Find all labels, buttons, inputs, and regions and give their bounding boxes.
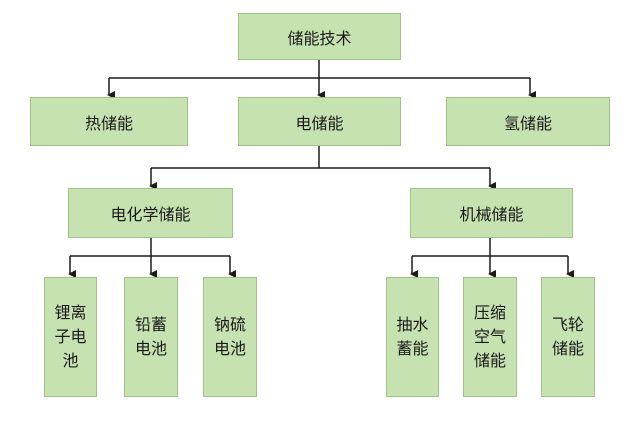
node-label: 锂离 子电 池 <box>54 303 87 370</box>
node-label: 抽水 蓄能 <box>396 315 429 358</box>
node-mechanical-storage: 机械储能 <box>410 188 573 238</box>
node-label: 压缩 空气 储能 <box>473 303 506 370</box>
node-sodium-sulfur-battery: 钠硫 电池 <box>203 277 257 397</box>
node-flywheel-storage: 飞轮 储能 <box>541 277 595 397</box>
node-thermal-storage: 热储能 <box>30 97 188 146</box>
node-label: 机械储能 <box>459 205 524 224</box>
node-label: 氢储能 <box>503 113 552 133</box>
node-li-ion-battery: 锂离 子电 池 <box>44 277 97 397</box>
node-label: 铅蓄 电池 <box>134 315 167 358</box>
node-label: 钠硫 电池 <box>213 315 246 358</box>
node-label: 电储能 <box>295 113 344 133</box>
node-electric-storage: 电储能 <box>238 97 401 146</box>
node-label: 电化学储能 <box>110 205 191 224</box>
node-label: 热储能 <box>84 113 133 133</box>
node-compressed-air-storage: 压缩 空气 储能 <box>463 277 517 397</box>
node-electrochemical-storage: 电化学储能 <box>68 188 233 238</box>
node-lead-acid-battery: 铅蓄 电池 <box>124 277 178 397</box>
node-hydrogen-storage: 氢储能 <box>446 97 610 146</box>
node-label: 飞轮 储能 <box>551 315 584 358</box>
node-energy-storage-technology: 储能技术 <box>238 13 401 60</box>
node-label: 储能技术 <box>287 28 352 48</box>
node-pumped-hydro-storage: 抽水 蓄能 <box>386 277 439 397</box>
